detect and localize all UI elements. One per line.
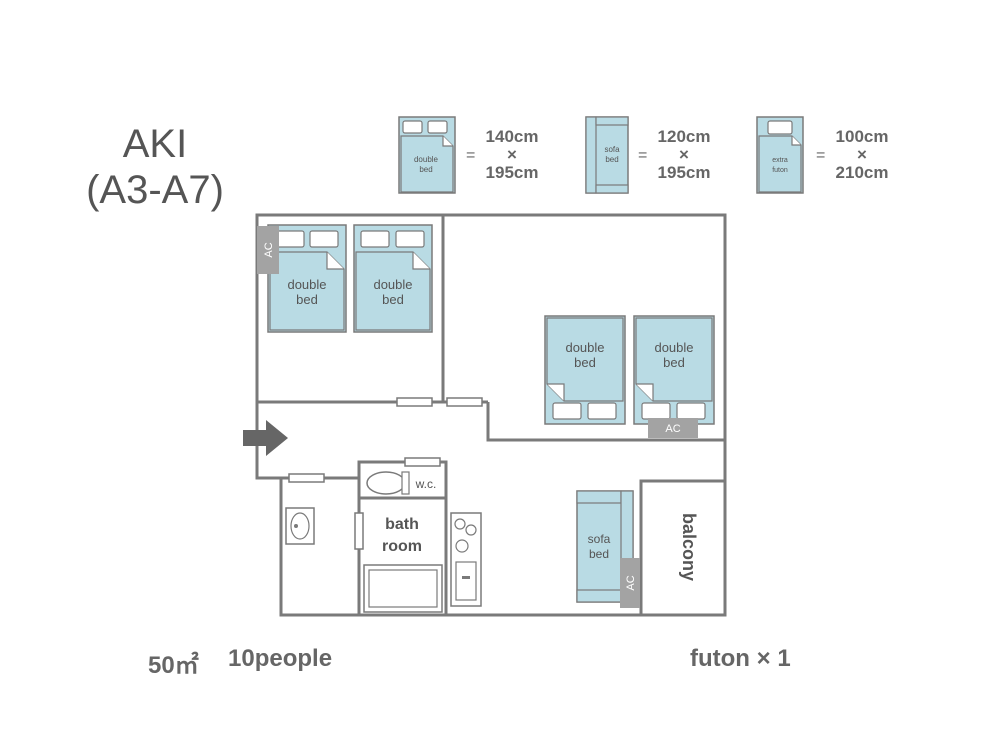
bed-label: double	[565, 340, 604, 355]
bathroom-label: bath	[385, 516, 419, 533]
legend-equals: =	[466, 147, 476, 164]
legend-length: 195cm	[657, 163, 711, 182]
sofa-label: sofa	[588, 532, 611, 546]
ac-unit: AC	[620, 558, 640, 608]
door	[354, 512, 364, 550]
sofa-bed-icon: sofa bed	[585, 116, 629, 194]
bed-label: bed	[663, 355, 685, 370]
kitchen-counter-icon	[450, 512, 482, 607]
legend-icon-label: bed	[605, 155, 618, 164]
legend-length: 210cm	[835, 163, 889, 182]
legend-icon-label: extra	[772, 157, 788, 164]
legend-dimensions: 100cm × 210cm	[826, 128, 898, 182]
legend-dimensions: 140cm × 195cm	[476, 128, 548, 182]
legend-icon-label: sofa	[604, 145, 620, 154]
futon-count: futon × 1	[690, 645, 791, 672]
floor-area: 50㎡	[148, 652, 199, 679]
legend-icon-label: double	[414, 155, 439, 164]
double-bed-2: double bed	[353, 224, 433, 333]
legend-times: ×	[857, 145, 867, 164]
wc-label: w.c.	[415, 477, 437, 491]
apartment-title: AKI	[122, 122, 188, 166]
ac-unit: AC	[257, 226, 279, 274]
ac-label: AC	[263, 242, 275, 257]
bed-label: bed	[574, 355, 596, 370]
sofa-bed: sofa bed	[576, 490, 634, 603]
legend-equals: =	[638, 147, 648, 164]
legend-icon-label: futon	[772, 167, 788, 174]
bed-label: double	[373, 277, 412, 292]
bed-label: double	[287, 277, 326, 292]
double-bed-icon: double bed	[398, 116, 456, 194]
double-bed-3: double bed	[544, 315, 626, 425]
bed-label: double	[654, 340, 693, 355]
ac-label: AC	[625, 575, 637, 590]
legend-length: 195cm	[485, 163, 539, 182]
legend-width: 120cm	[657, 127, 711, 146]
legend-equals: =	[816, 147, 826, 164]
bathtub-icon	[363, 564, 443, 613]
ac-label: AC	[665, 423, 680, 435]
bathroom-label: room	[382, 538, 422, 555]
door	[288, 473, 325, 483]
door	[404, 457, 441, 467]
entrance-arrow-icon	[243, 420, 288, 456]
door	[446, 397, 483, 407]
legend-times: ×	[679, 145, 689, 164]
legend-width: 100cm	[835, 127, 889, 146]
double-bed-1: double bed	[267, 224, 347, 333]
legend-width: 140cm	[485, 127, 539, 146]
double-bed-4: double bed	[633, 315, 715, 425]
sofa-label: bed	[589, 547, 609, 561]
legend-dimensions: 120cm × 195cm	[648, 128, 720, 182]
capacity: 10people	[228, 645, 333, 672]
doors	[288, 397, 483, 550]
toilet-icon: w.c.	[366, 471, 437, 495]
bed-label: bed	[382, 292, 404, 307]
legend-times: ×	[507, 145, 517, 164]
wash-basin-icon	[285, 507, 315, 545]
bed-label: bed	[296, 292, 318, 307]
legend-icon-label: bed	[419, 165, 432, 174]
balcony-label: balcony	[679, 513, 699, 581]
extra-futon-icon: extra futon	[756, 116, 804, 194]
ac-unit: AC	[648, 418, 698, 438]
apartment-code: (A3-A7)	[86, 168, 224, 212]
door	[396, 397, 433, 407]
